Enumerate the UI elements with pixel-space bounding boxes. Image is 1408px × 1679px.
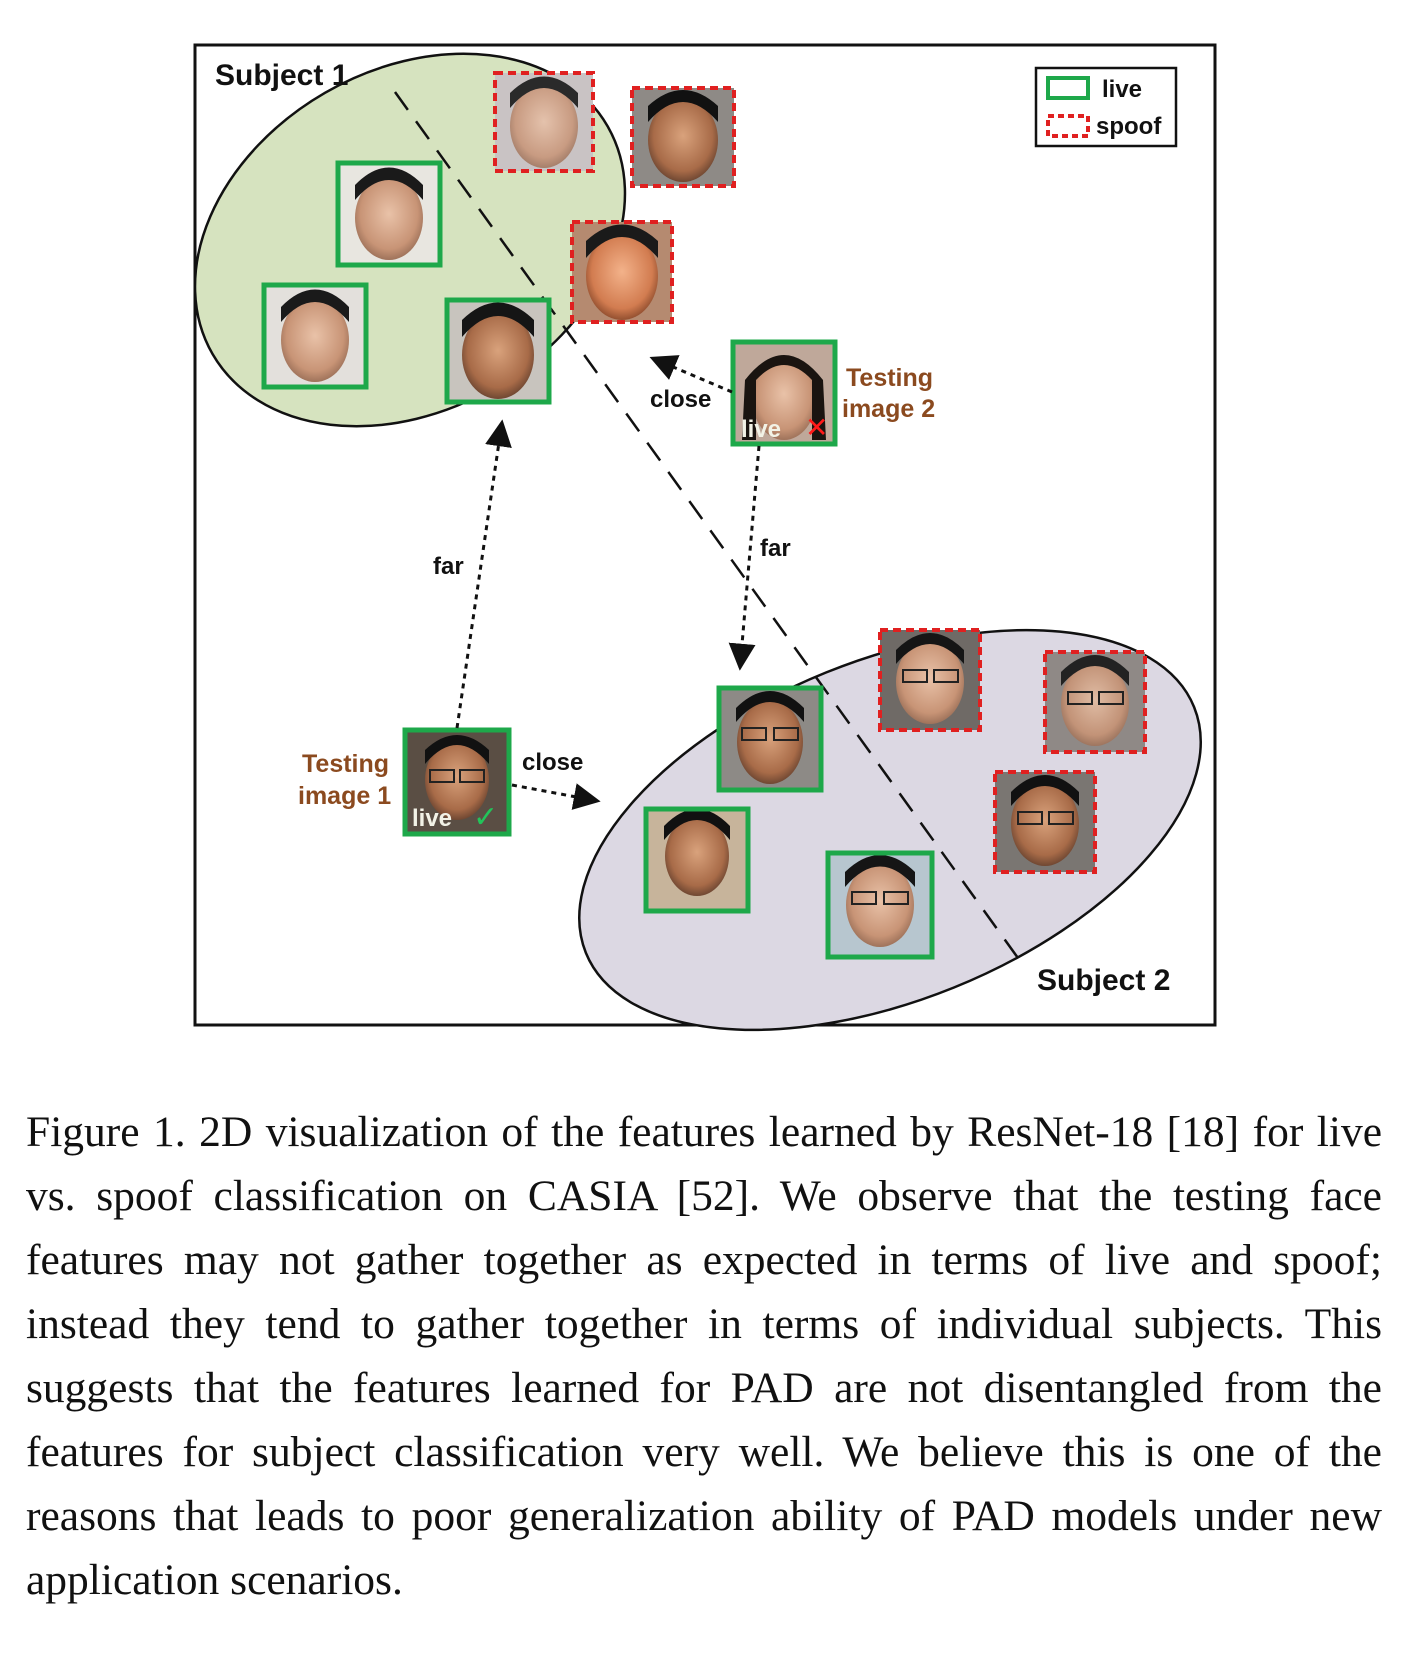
cross-icon: ✕ bbox=[805, 412, 828, 443]
testing-image-2-label-line1: Testing bbox=[846, 364, 933, 392]
face-image bbox=[261, 282, 369, 390]
face-image bbox=[335, 160, 443, 268]
legend-live-label: live bbox=[1102, 76, 1142, 103]
arrow-testing1-to-subject1 bbox=[455, 419, 512, 729]
relation-label-close: close bbox=[650, 386, 711, 413]
relation-label-far: far bbox=[433, 553, 464, 580]
face-image bbox=[878, 628, 982, 732]
legend-spoof-label: spoof bbox=[1096, 113, 1162, 140]
arrow-testing2-to-subject1 bbox=[649, 355, 733, 394]
face-image bbox=[630, 86, 736, 188]
legend-spoof-swatch bbox=[1046, 114, 1090, 138]
figure-caption: Figure 1. 2D visualization of the featur… bbox=[26, 1108, 1382, 1604]
face-image bbox=[643, 806, 751, 914]
arrow-testing2-to-subject2 bbox=[728, 445, 761, 671]
testing-image-2-label-line2: image 2 bbox=[842, 395, 935, 423]
testing-image-2-live-badge: live bbox=[741, 416, 781, 443]
testing-image-1 bbox=[402, 727, 512, 837]
face-image bbox=[993, 770, 1097, 874]
subject1-label: Subject 1 bbox=[215, 59, 348, 92]
testing-image-1-label-line1: Testing bbox=[302, 750, 389, 778]
face-image bbox=[825, 850, 935, 960]
face-image bbox=[493, 71, 595, 173]
face-image bbox=[716, 685, 824, 793]
relation-label-close: close bbox=[522, 749, 583, 776]
face-image bbox=[1043, 650, 1147, 754]
feature-visualization-figure: Subject 1 Subject 2 live spoof bbox=[193, 43, 1217, 1032]
relation-label-far: far bbox=[760, 535, 791, 562]
testing-image-1-live-badge: live bbox=[412, 805, 452, 832]
legend-live-swatch bbox=[1046, 76, 1090, 100]
subject2-label: Subject 2 bbox=[1037, 964, 1170, 997]
legend: live spoof bbox=[1034, 66, 1178, 148]
testing-image-1-label-line2: image 1 bbox=[298, 782, 391, 810]
face-image bbox=[444, 297, 552, 405]
testing-image-2 bbox=[730, 339, 838, 447]
face-image bbox=[570, 220, 674, 324]
arrow-testing1-to-subject2 bbox=[511, 783, 601, 810]
check-icon: ✓ bbox=[473, 801, 498, 834]
